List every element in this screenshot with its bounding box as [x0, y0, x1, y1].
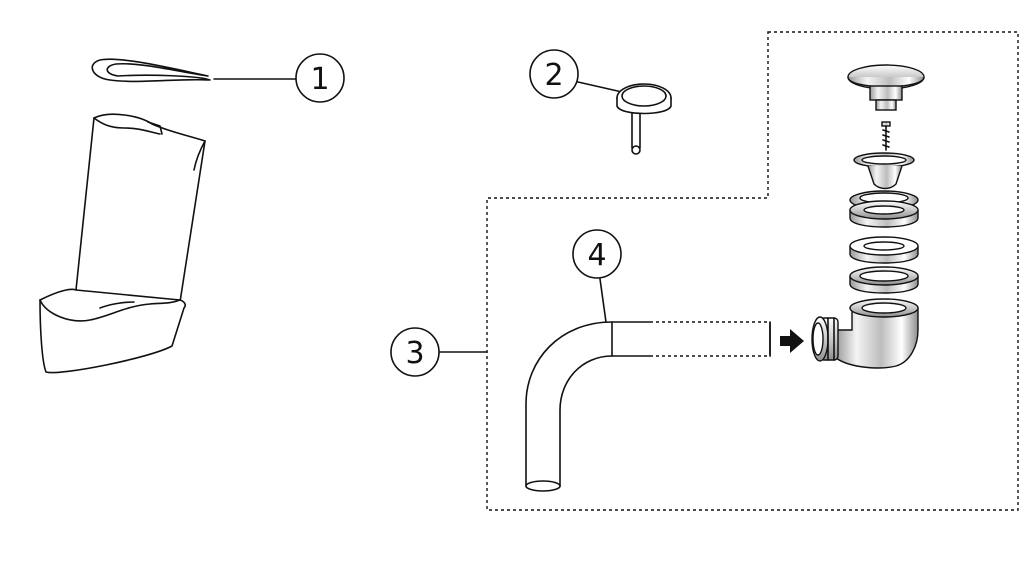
callout-3: 3 — [390, 327, 440, 377]
callout-3-label: 3 — [405, 336, 424, 371]
part-3-kit-boundary — [486, 31, 1019, 511]
leader-line-4 — [599, 278, 607, 323]
callout-4-label: 4 — [587, 238, 606, 273]
waste-valve-assembly — [811, 64, 925, 369]
part-2-cap — [577, 81, 672, 155]
insert-arrow-icon — [780, 329, 804, 353]
part-1-cover-sleeve — [39, 113, 206, 374]
callout-1-label: 1 — [310, 62, 329, 97]
callout-2-label: 2 — [544, 58, 563, 93]
callout-4: 4 — [572, 229, 622, 279]
callout-2: 2 — [529, 49, 579, 99]
part-1-band — [91, 58, 211, 83]
part-4-bent-tube — [525, 321, 771, 492]
callout-1: 1 — [295, 53, 345, 103]
